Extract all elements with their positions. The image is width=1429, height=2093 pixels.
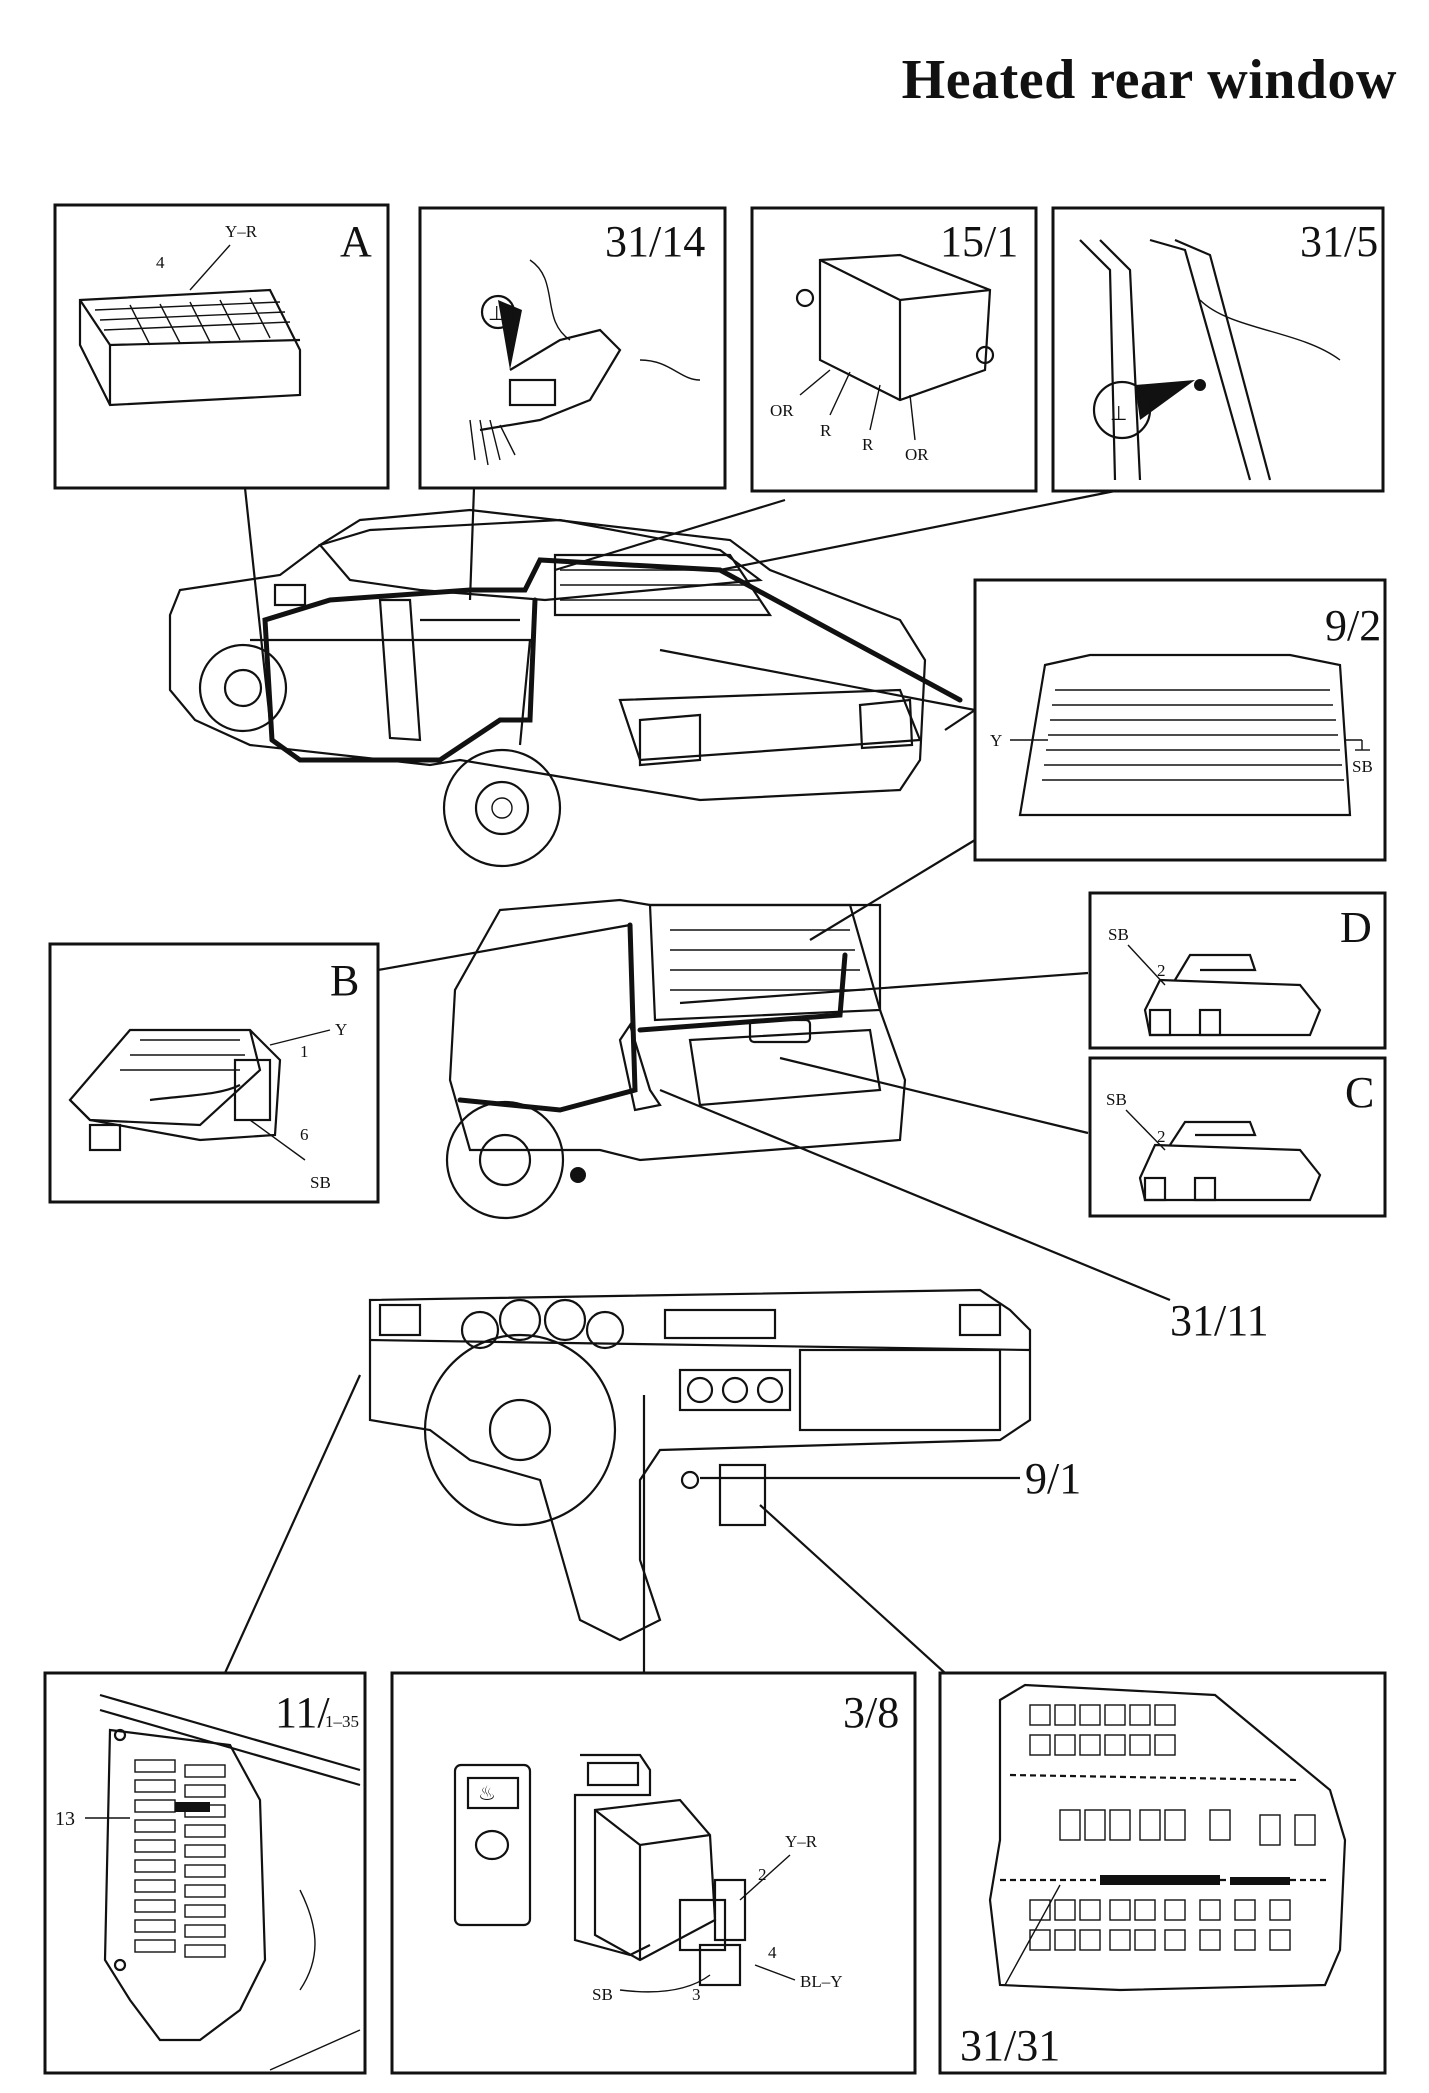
- svg-text:SB: SB: [1106, 1090, 1127, 1109]
- svg-text:4: 4: [768, 1943, 777, 1962]
- svg-text:2: 2: [1157, 961, 1166, 980]
- panel-11-id: 11/: [275, 1688, 330, 1737]
- svg-text:R: R: [862, 435, 874, 454]
- svg-text:♨: ♨: [478, 1783, 496, 1805]
- svg-text:R: R: [820, 421, 832, 440]
- leader-lines: [223, 487, 1171, 1674]
- page-title: Heated rear window: [901, 49, 1397, 111]
- dashboard-illustration: [368, 1288, 1032, 1642]
- svg-text:SB: SB: [1108, 925, 1129, 944]
- svg-text:BL–Y: BL–Y: [800, 1972, 843, 1991]
- svg-text:2: 2: [758, 1865, 767, 1884]
- panel-31-31-id: 31/31: [960, 2021, 1060, 2070]
- panel-B-id: B: [330, 956, 359, 1005]
- sedan-illustration: [168, 508, 963, 868]
- svg-text:13: 13: [55, 1808, 75, 1830]
- svg-text:Y: Y: [990, 731, 1002, 750]
- panel-D-id: D: [1340, 903, 1372, 952]
- svg-text:6: 6: [300, 1125, 309, 1144]
- svg-text:3: 3: [692, 1985, 701, 2004]
- panel-11-fusebox: 11/ 1–35 13: [43, 1671, 367, 2075]
- panel-15-1-id: 15/1: [940, 217, 1018, 266]
- panel-D: D SB 2: [1088, 891, 1387, 1050]
- svg-text:1–35: 1–35: [325, 1712, 359, 1731]
- svg-text:2: 2: [1157, 1127, 1166, 1146]
- panel-9-2: 9/2 Y SB: [973, 578, 1387, 862]
- svg-text:Y: Y: [335, 1020, 347, 1039]
- panel-31-14-id: 31/14: [605, 217, 705, 266]
- panel-3-8-id: 3/8: [843, 1688, 899, 1737]
- svg-text:SB: SB: [592, 1985, 613, 2004]
- svg-text:OR: OR: [770, 401, 794, 420]
- panel-C: C SB 2: [1088, 1056, 1387, 1218]
- svg-text:1: 1: [300, 1042, 309, 1061]
- wagon-illustration: [445, 898, 907, 1220]
- svg-text:⊥: ⊥: [488, 303, 505, 325]
- svg-text:⊥: ⊥: [1110, 403, 1127, 425]
- panel-31-5: 31/5 ⊥: [1051, 206, 1385, 493]
- panel-31-31: 31/31: [938, 1671, 1387, 2075]
- panel-A: A Y–R 4: [53, 203, 390, 490]
- panel-9-2-id: 9/2: [1325, 601, 1381, 650]
- panel-31-5-id: 31/5: [1300, 217, 1378, 266]
- svg-text:4: 4: [156, 253, 165, 272]
- panel-3-8: 3/8 ♨ Y–R 2 4 BL–Y 3 SB: [390, 1671, 917, 2075]
- panel-B: B Y 1 6 SB: [48, 942, 380, 1204]
- svg-text:OR: OR: [905, 445, 929, 464]
- svg-text:Y–R: Y–R: [225, 222, 258, 241]
- svg-text:SB: SB: [1352, 757, 1373, 776]
- panel-15-1: 15/1 OR R R OR: [750, 206, 1038, 493]
- callout-31-11: 31/11: [1170, 1296, 1269, 1345]
- panel-A-id: A: [340, 217, 372, 266]
- panel-31-14: 31/14 ⊥: [418, 206, 727, 490]
- panel-C-id: C: [1345, 1068, 1374, 1117]
- svg-text:SB: SB: [310, 1173, 331, 1192]
- svg-text:Y–R: Y–R: [785, 1832, 818, 1851]
- callout-9-1: 9/1: [1025, 1454, 1081, 1503]
